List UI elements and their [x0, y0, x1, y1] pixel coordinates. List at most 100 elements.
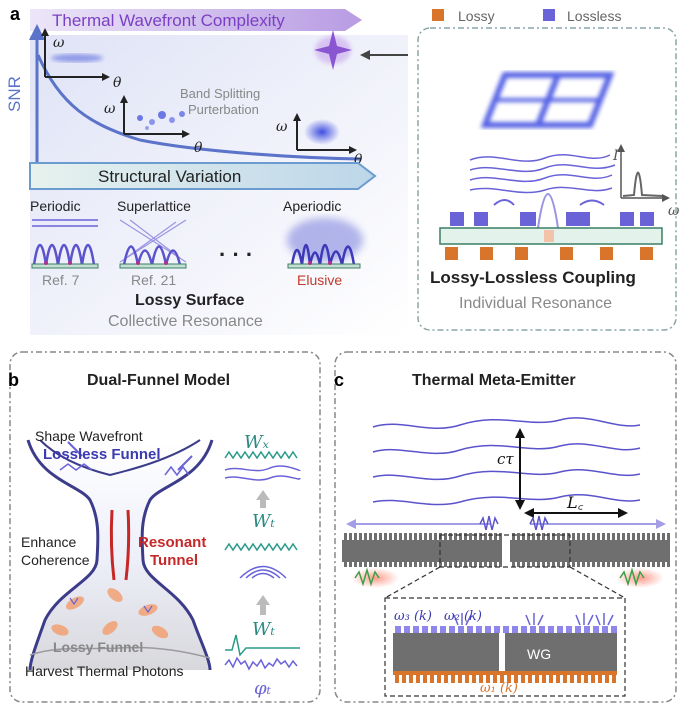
ctau-label: cτ: [497, 450, 514, 468]
panel-a: a Thermal Wavefront Complexity SNR ω θ: [5, 4, 680, 335]
harvest-label: Harvest Thermal Photons: [25, 663, 183, 679]
grating-tooth: [394, 533, 397, 541]
grating-tooth: [389, 561, 392, 567]
grating-tooth: [592, 533, 595, 541]
grating-tooth: [657, 533, 660, 541]
grating-tooth: [507, 675, 511, 683]
grating-tooth: [667, 561, 670, 567]
grating-tooth: [414, 533, 417, 541]
enhance-label: Enhance: [21, 534, 76, 550]
panel-b: b Dual-Funnel Model Sh: [8, 351, 321, 703]
grating-tooth: [464, 533, 467, 541]
dual-funnel: [26, 439, 214, 671]
band-splitting-text: Band Splitting: [180, 86, 260, 101]
grating-tooth: [395, 675, 399, 683]
grating-tooth: [598, 675, 602, 683]
grating-tooth: [617, 561, 620, 567]
grating-tooth: [431, 626, 437, 633]
category-periodic: Periodic: [30, 198, 81, 214]
grating-tooth: [622, 561, 625, 567]
grating-tooth: [369, 561, 372, 567]
grating-tooth: [612, 561, 615, 567]
grating-tooth: [542, 561, 545, 567]
panel-b-title: Dual-Funnel Model: [87, 372, 230, 389]
phi-t-label: φₜ: [254, 678, 272, 699]
grating-tooth: [423, 675, 427, 683]
grating-tooth: [532, 561, 535, 567]
grating-tooth: [493, 675, 497, 683]
grating-tooth: [464, 561, 467, 567]
grating-tooth: [591, 675, 595, 683]
grating-tooth: [567, 561, 570, 567]
grating-tooth: [632, 533, 635, 541]
grating-tooth: [384, 561, 387, 567]
grating-tooth: [484, 561, 487, 567]
grating-tooth: [434, 561, 437, 567]
grating-tooth: [369, 533, 372, 541]
grating-tooth: [549, 675, 553, 683]
grating-tooth: [637, 533, 640, 541]
dispersion-inset-1: ω θ: [41, 28, 122, 91]
grating-tooth: [528, 675, 532, 683]
waveform-column: Wₓ Wₜ Wₜ φₜ: [224, 432, 301, 699]
grating-tooth: [384, 533, 387, 541]
grating-tooth: [607, 533, 610, 541]
grating-tooth: [647, 533, 650, 541]
grating-tooth: [494, 626, 500, 633]
grating-tooth: [602, 626, 608, 633]
shape-wavefront-label: Shape Wavefront: [35, 428, 143, 444]
grating-tooth: [657, 561, 660, 567]
grating-tooth: [399, 561, 402, 567]
grating-tooth: [440, 626, 446, 633]
dispersion-inset-3: ω θ: [276, 113, 363, 168]
grating-tooth: [575, 626, 581, 633]
grating-tooth: [662, 561, 665, 567]
grating-tooth: [514, 675, 518, 683]
grating-tooth: [424, 533, 427, 541]
grating-tooth: [517, 533, 520, 541]
grating-tooth: [467, 626, 473, 633]
grating-tooth: [419, 533, 422, 541]
grating-tooth: [459, 561, 462, 567]
grating-tooth: [434, 533, 437, 541]
grating-tooth: [454, 561, 457, 567]
lossy-funnel-label: Lossy Funnel: [53, 639, 143, 655]
grating-tooth: [349, 533, 352, 541]
grating-tooth: [521, 675, 525, 683]
grating-tooth: [486, 675, 490, 683]
grating-tooth: [563, 675, 567, 683]
grating-tooth: [642, 533, 645, 541]
grating-tooth: [547, 533, 550, 541]
panel-c-title: Thermal Meta-Emitter: [412, 372, 576, 389]
wavefront-title: Thermal Wavefront Complexity: [52, 11, 285, 30]
grating-tooth: [562, 561, 565, 567]
omega3-label: ω₃ (k): [394, 609, 432, 624]
grating-tooth: [449, 533, 452, 541]
grating-tooth: [662, 533, 665, 541]
grating-tooth: [612, 675, 616, 683]
grating-tooth: [389, 533, 392, 541]
grating-tooth: [552, 533, 555, 541]
wavefront-lines: [372, 417, 641, 506]
grating-tooth: [494, 533, 497, 541]
grating-tooth: [409, 561, 412, 567]
grating-tooth: [602, 561, 605, 567]
grating-tooth: [444, 561, 447, 567]
grating-tooth: [537, 533, 540, 541]
grating-tooth: [404, 626, 410, 633]
waveguide-detail: ω₃ (k) ω₂ (k) WG ω₁ (k): [393, 609, 617, 696]
grating-tooth: [458, 626, 464, 633]
grating-tooth: [597, 533, 600, 541]
grating-tooth: [359, 561, 362, 567]
grating-tooth: [577, 533, 580, 541]
grating-tooth: [521, 626, 527, 633]
grating-tooth: [530, 626, 536, 633]
grating-tooth: [512, 626, 518, 633]
ellipsis: · · ·: [219, 242, 253, 267]
grating-tooth: [409, 675, 413, 683]
category-superlattice: Superlattice: [117, 198, 191, 214]
grating-tooth: [627, 533, 630, 541]
grating-tooth: [484, 533, 487, 541]
resonant-label: Resonant: [138, 534, 206, 551]
